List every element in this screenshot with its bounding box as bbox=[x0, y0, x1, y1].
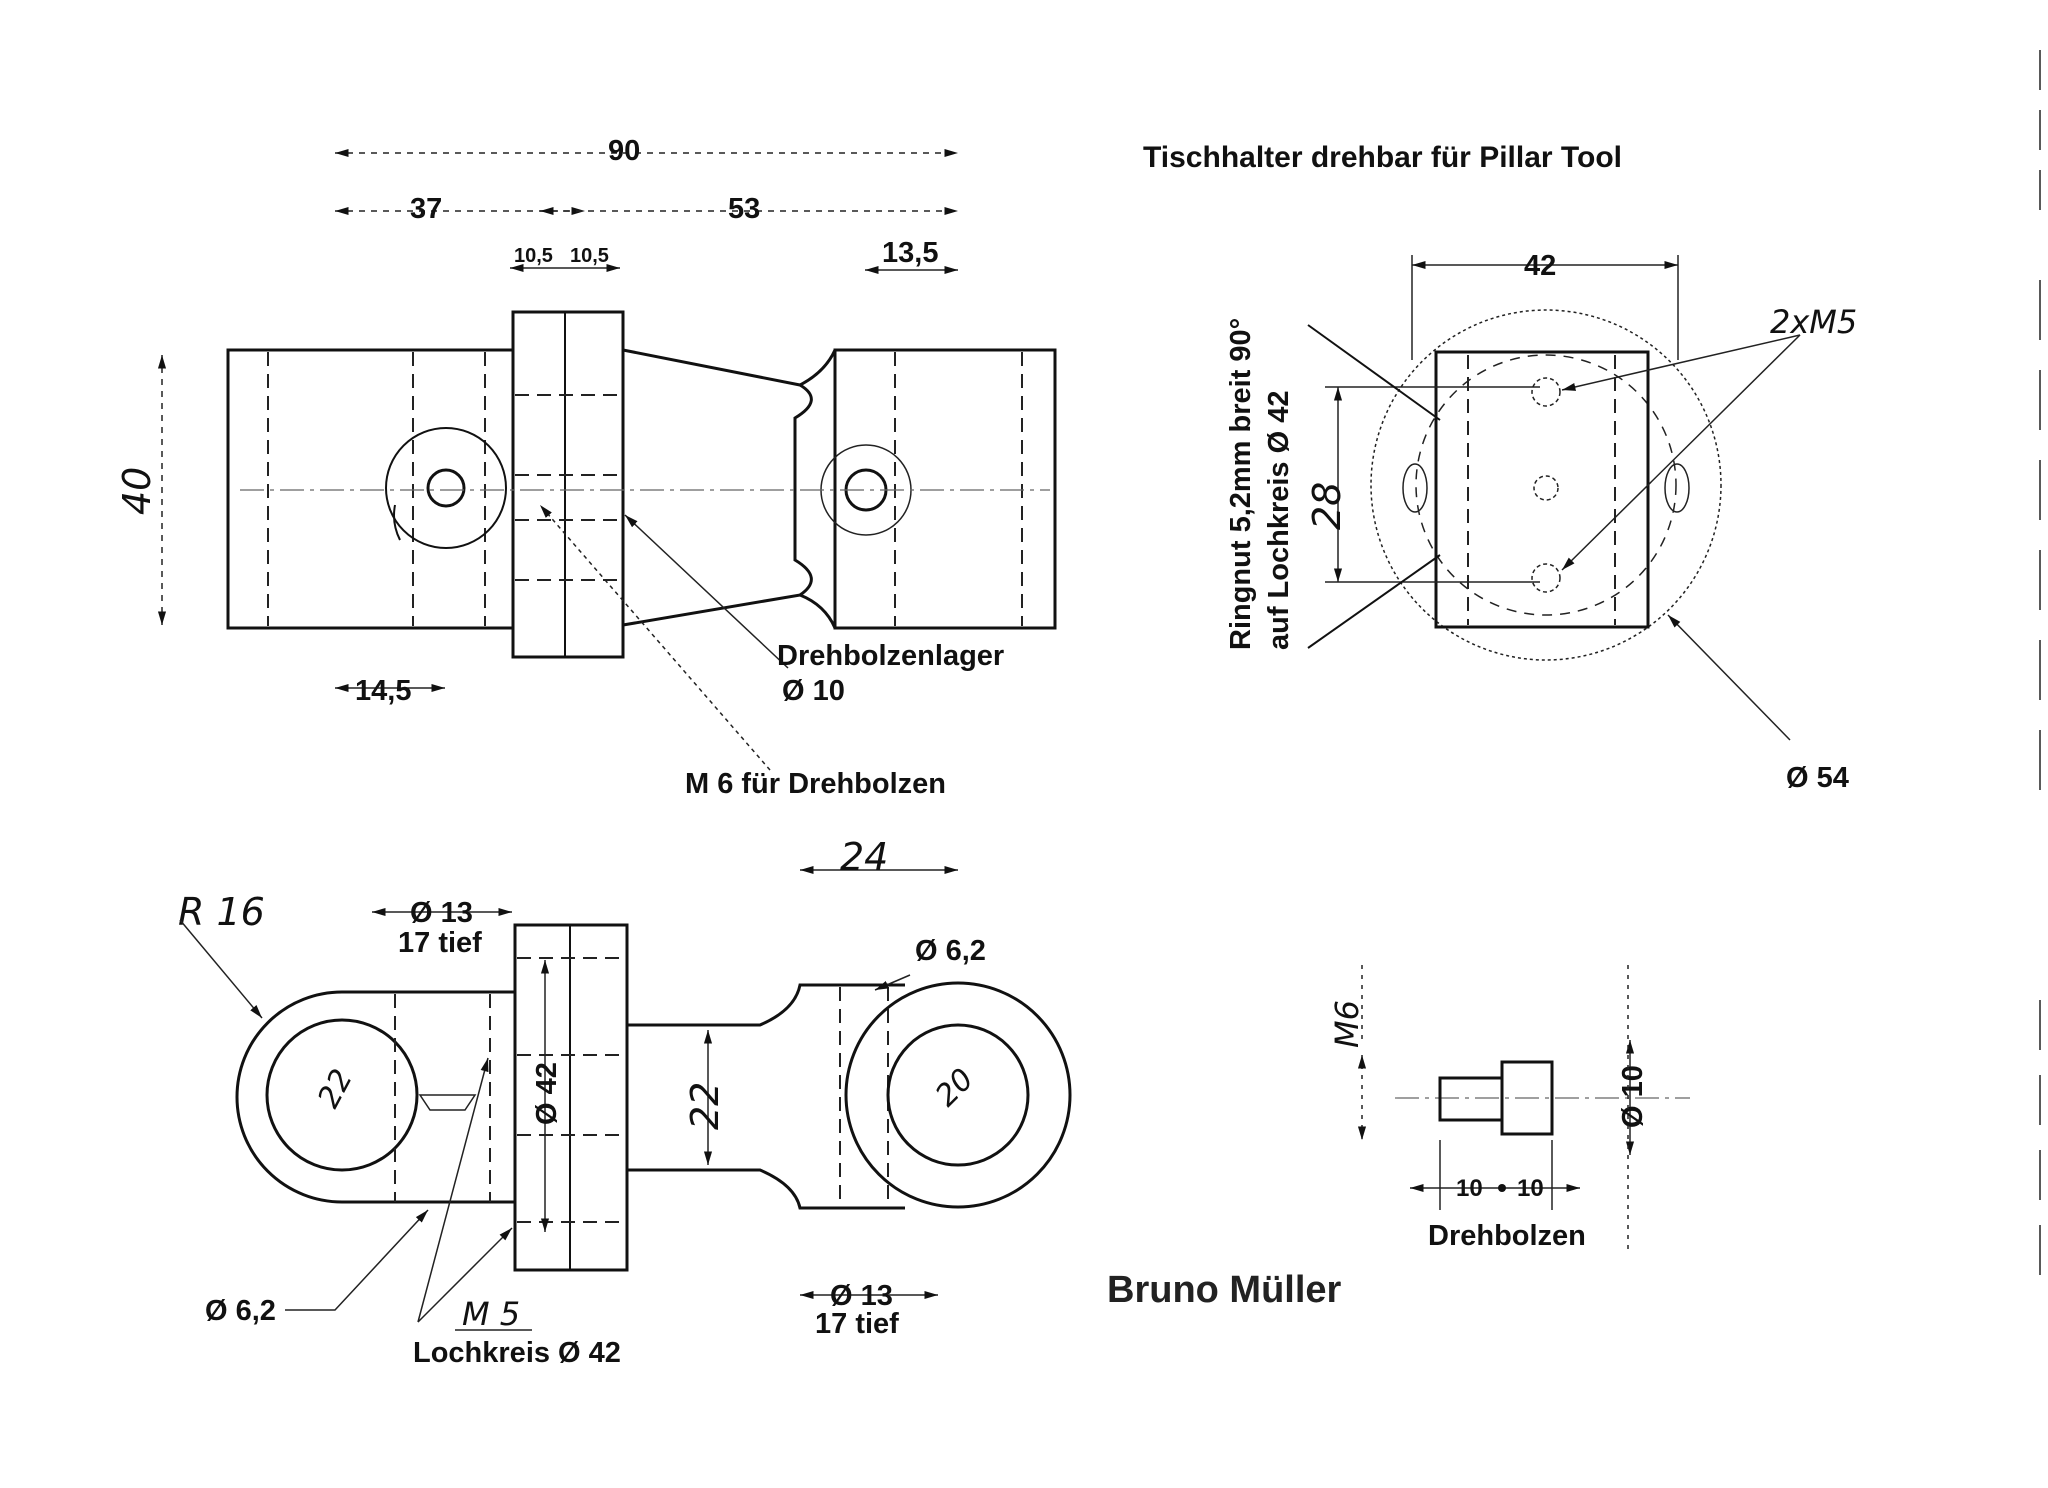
leader-bearing bbox=[624, 514, 789, 669]
left-eye-bore bbox=[265, 1018, 419, 1172]
dim-disc: Ø 54 bbox=[1786, 762, 1849, 794]
groove-slot-left bbox=[1402, 463, 1428, 513]
author-name: Bruno Müller bbox=[1107, 1269, 1342, 1311]
right-arm-outline bbox=[833, 348, 1057, 630]
hub-outline bbox=[511, 310, 625, 659]
bolt-diameter: Ø 10 bbox=[1617, 1065, 1649, 1128]
dim-height: 40 bbox=[115, 467, 159, 515]
bolt-len-a: 10 bbox=[1456, 1175, 1483, 1202]
leader-m5-a bbox=[417, 1057, 489, 1323]
leader-radius bbox=[179, 919, 263, 1019]
m5-hole-bottom bbox=[1531, 563, 1561, 593]
left-bore-arc bbox=[393, 504, 401, 541]
side-view: R 16 22 Ø 13 17 tief Ø 42 22 20 bbox=[178, 835, 1072, 1369]
top-view: 90 37 53 10,5 10,5 13,5 40 bbox=[115, 135, 1057, 800]
plate-rect bbox=[1434, 350, 1650, 629]
dim-holes: 2xM5 bbox=[1770, 303, 1857, 341]
dim-hub-a: 10,5 bbox=[514, 245, 553, 267]
bolt-len-dot bbox=[1498, 1184, 1506, 1192]
dim-arm: 22 bbox=[683, 1082, 727, 1130]
groove-slot-right bbox=[1664, 463, 1690, 513]
disc-outline bbox=[1370, 309, 1722, 661]
center-hole bbox=[1533, 475, 1559, 501]
dim-left-bore: 22 bbox=[311, 1064, 360, 1114]
leader-m5-bottom bbox=[1561, 334, 1801, 571]
left-bore-inner bbox=[426, 468, 466, 508]
dim-total: 90 bbox=[608, 135, 640, 167]
counterbore-1-depth: 17 tief bbox=[398, 927, 482, 959]
thread-m5: M 5 bbox=[462, 1295, 520, 1333]
groove-leader-top bbox=[1307, 324, 1441, 421]
left-eye-outline bbox=[235, 990, 515, 1204]
groove-note-1: Ringnut 5,2mm breit 90° bbox=[1225, 318, 1257, 650]
bolt-circle: Lochkreis Ø 42 bbox=[413, 1337, 621, 1369]
left-arm-outline bbox=[226, 348, 515, 630]
dim-hole-offset: 14,5 bbox=[355, 675, 411, 707]
dim-end: 13,5 bbox=[882, 237, 938, 269]
counterbore-1: Ø 13 bbox=[410, 897, 473, 929]
groove-leader-bottom bbox=[1307, 554, 1441, 649]
groove-note-2: auf Lochkreis Ø 42 bbox=[1263, 391, 1295, 651]
counterbore-2: Ø 13 bbox=[830, 1280, 893, 1312]
radius-label: R 16 bbox=[178, 890, 265, 934]
bolt-name: Drehbolzen bbox=[1428, 1220, 1586, 1252]
link-notch bbox=[793, 383, 813, 597]
link-top-edge bbox=[622, 348, 837, 387]
bore-left: Ø 6,2 bbox=[205, 1295, 276, 1327]
leader-disc bbox=[1667, 614, 1791, 741]
groove-circle bbox=[1415, 354, 1677, 616]
leader-thread bbox=[539, 504, 771, 771]
bolt-view: M6 Ø 10 10 10 Drehbolzen bbox=[1328, 965, 1690, 1252]
leader-m5-top bbox=[1561, 334, 1801, 391]
right-eye-outline bbox=[844, 981, 1072, 1209]
counterbore-2-depth: 17 tief bbox=[815, 1308, 899, 1340]
bolt-thread: M6 bbox=[1328, 1000, 1366, 1048]
bolt-shank bbox=[1438, 1076, 1504, 1122]
bolt-head bbox=[1500, 1060, 1554, 1136]
leader-m5-b bbox=[417, 1227, 513, 1323]
leader-bore-small bbox=[874, 974, 911, 991]
drawing-title: Tischhalter drehbar für Pillar Tool bbox=[1143, 141, 1622, 174]
callout-bearing-2: Ø 10 bbox=[782, 675, 845, 707]
side-arm-bottom bbox=[627, 1168, 905, 1210]
dim-left: 37 bbox=[410, 193, 442, 225]
dim-right: 53 bbox=[728, 193, 760, 225]
plate-view: 42 2xM5 28 Ringnut 5,2mm breit 90° auf L… bbox=[1225, 250, 1857, 794]
left-bore-outer bbox=[385, 427, 507, 549]
callout-bearing-1: Drehbolzenlager bbox=[777, 640, 1004, 672]
dim-spacing: 28 bbox=[1305, 482, 1349, 530]
side-arm-top bbox=[627, 983, 905, 1027]
bolt-len-b: 10 bbox=[1517, 1175, 1544, 1202]
dim-span: 24 bbox=[840, 835, 888, 879]
dim-right-bore: 20 bbox=[929, 1062, 981, 1114]
dim-plate-width: 42 bbox=[1524, 250, 1556, 282]
m5-hole-top bbox=[1531, 377, 1561, 407]
dim-hub: Ø 42 bbox=[531, 1062, 563, 1125]
link-bottom-edge bbox=[622, 593, 837, 629]
counterbore-tip bbox=[418, 1094, 477, 1111]
leader-bore-left bbox=[285, 1209, 429, 1311]
bore-small: Ø 6,2 bbox=[915, 935, 986, 967]
dim-hub-b: 10,5 bbox=[570, 245, 609, 267]
callout-thread: M 6 für Drehbolzen bbox=[685, 768, 946, 800]
right-eye-bore bbox=[886, 1023, 1030, 1167]
